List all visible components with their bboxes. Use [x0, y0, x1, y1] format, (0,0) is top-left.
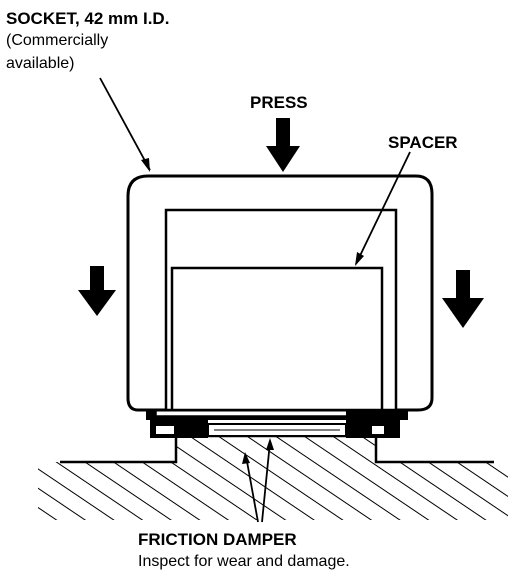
- press-arrow-right: [442, 270, 484, 328]
- leader-arrowheads: [141, 158, 364, 464]
- press-arrow-left: [78, 266, 116, 316]
- press-label: PRESS: [250, 93, 308, 112]
- press-arrow-top: [266, 118, 300, 172]
- friction-damper: [146, 408, 408, 438]
- spacer: [170, 266, 384, 412]
- friction-damper-label: FRICTION DAMPER: [138, 530, 297, 549]
- socket-label: SOCKET, 42 mm I.D.: [6, 9, 170, 28]
- socket-note-line1: (Commercially: [6, 32, 109, 49]
- leader-lines: [99, 77, 411, 523]
- socket-note-line2: available): [6, 55, 75, 72]
- spacer-label: SPACER: [388, 133, 458, 152]
- friction-damper-note: Inspect for wear and damage.: [138, 553, 350, 570]
